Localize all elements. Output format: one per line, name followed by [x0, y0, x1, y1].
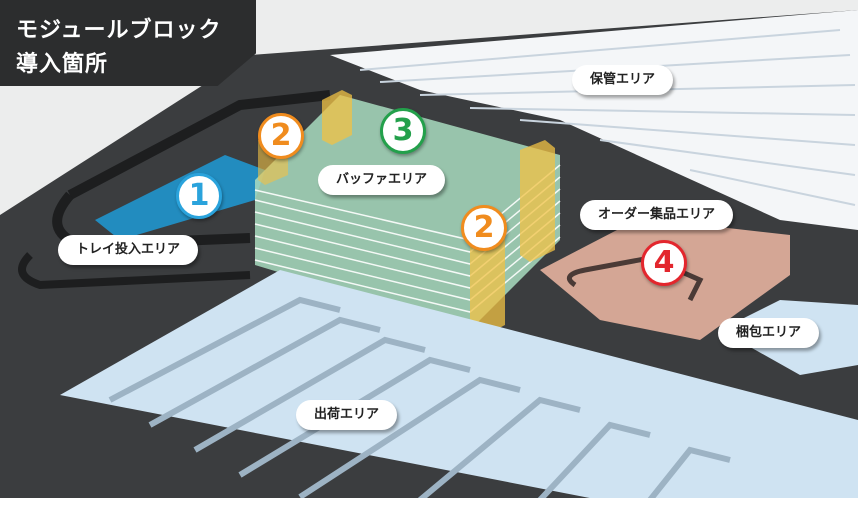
packing-area-label: 梱包エリア [718, 318, 820, 348]
title-panel: モジュールブロック 導入箇所 [0, 0, 256, 86]
buffer-area-label: バッファエリア [318, 165, 446, 195]
shipping-area [60, 270, 858, 500]
lift-right [520, 140, 555, 262]
title-line-2: 導入箇所 [16, 52, 109, 77]
title-line-1: モジュールブロック [16, 18, 222, 43]
order-picking-area-label: オーダー集品エリア [580, 200, 734, 230]
badge-tray-input: 1 [176, 173, 222, 219]
badge-order-picking: 4 [641, 240, 687, 286]
lift-left [322, 90, 352, 145]
shipping-area-label: 出荷エリア [296, 400, 398, 430]
badge-lift-right: 2 [461, 205, 507, 251]
badge-buffer: 3 [380, 108, 426, 154]
storage-area-label: 保管エリア [572, 65, 674, 95]
tray-input-area-label: トレイ投入エリア [58, 235, 199, 265]
storage-area [330, 10, 858, 230]
badge-lift-left: 2 [258, 113, 304, 159]
